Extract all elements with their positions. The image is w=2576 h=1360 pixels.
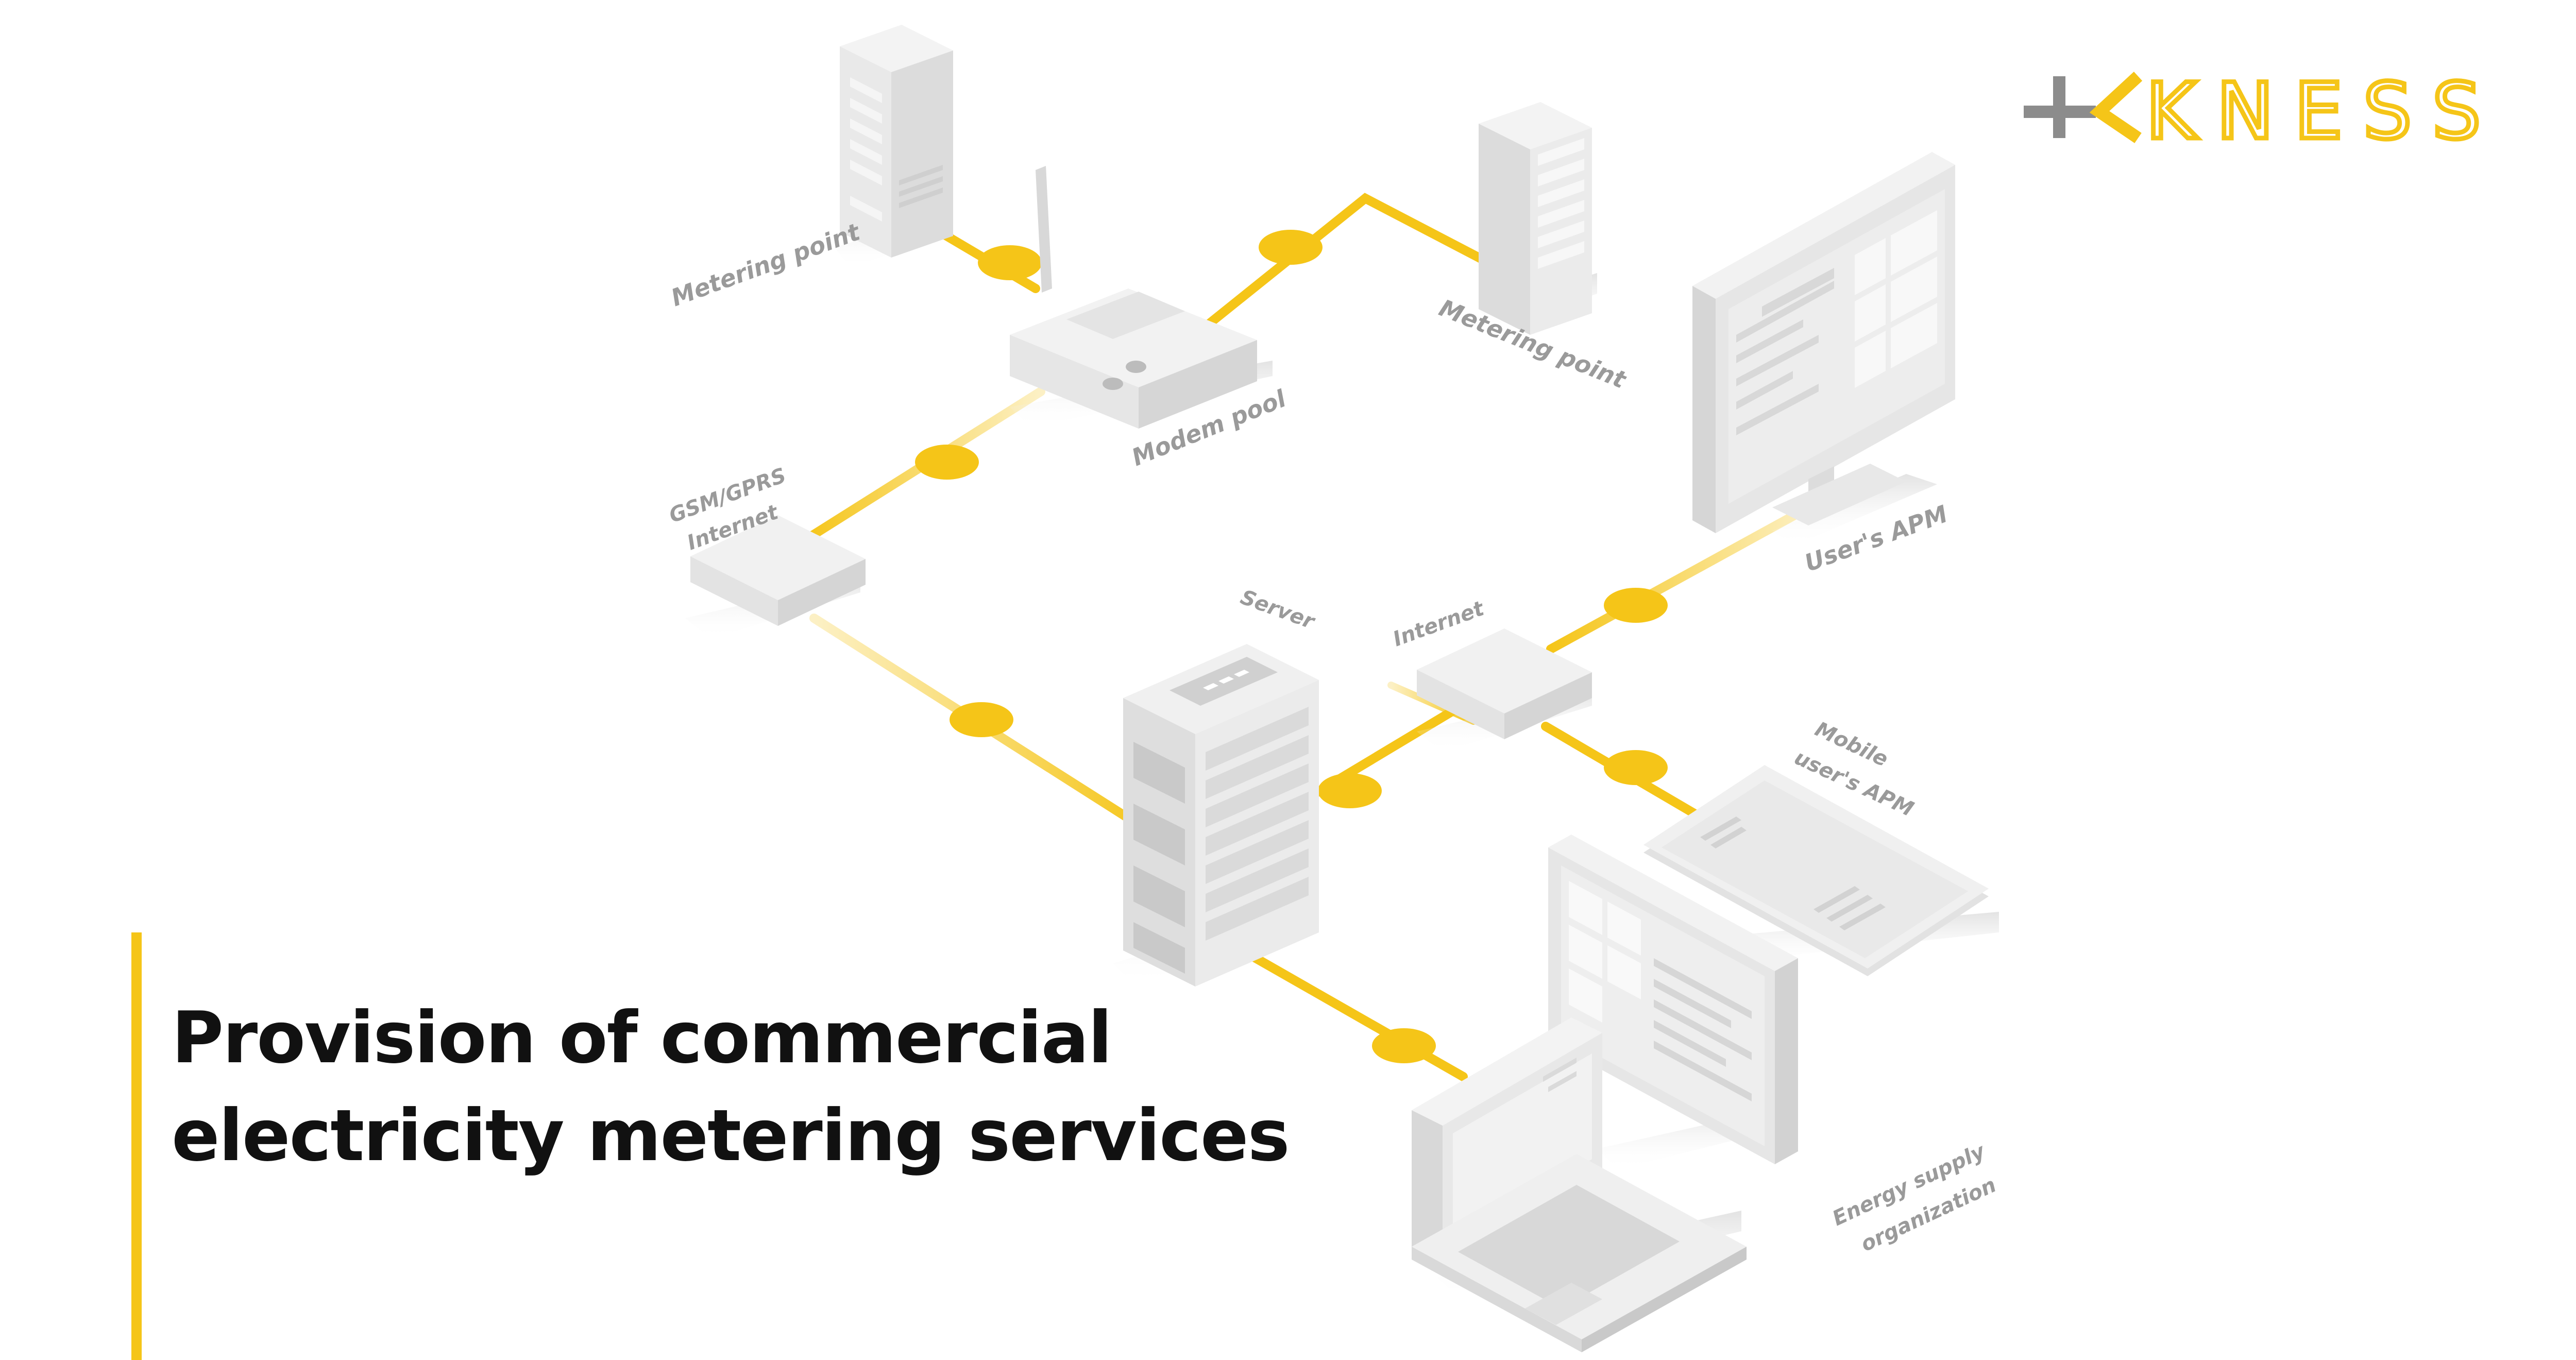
title-accent-bar — [131, 932, 142, 1360]
node-modem-meter2 — [1259, 230, 1323, 265]
label-internet: Internet — [1390, 597, 1488, 652]
node-internet-mobile — [1604, 750, 1668, 785]
label-server: Server — [1238, 585, 1319, 634]
title-line-1: Provision of commercial — [172, 996, 1112, 1079]
node-server-internet — [1318, 773, 1382, 808]
title-line-2: electricity metering services — [172, 1094, 1290, 1177]
monitor-icon — [1692, 152, 1955, 546]
modem-router-icon — [1010, 166, 1273, 429]
server-rack-icon — [835, 25, 953, 268]
server-rack-icon — [1479, 102, 1597, 335]
monitor-icon — [1548, 835, 1798, 1169]
network-switch-icon — [685, 515, 866, 639]
label-metering-point-1: Metering point — [667, 217, 864, 312]
network-switch-icon — [1417, 628, 1592, 752]
node-server-laptop — [1372, 1028, 1436, 1063]
line-modem-meter2 — [1191, 193, 1488, 339]
line-internet-users-apm — [1546, 500, 1818, 654]
page-title: Provision of commercial electricity mete… — [172, 989, 1511, 1185]
node-gsm-server — [950, 702, 1013, 737]
node-modem-gsm — [915, 445, 979, 480]
tablet-icon — [1643, 765, 1999, 976]
server-rack-icon — [1113, 644, 1319, 987]
laptop-icon — [1412, 1017, 1747, 1352]
logo-text: KNESS — [2146, 67, 2501, 157]
node-meter1-modem — [978, 245, 1042, 280]
connection-nodes — [915, 230, 1668, 1063]
kness-logo: KNESS — [2024, 65, 2501, 159]
node-internet-users-apm — [1604, 588, 1668, 623]
